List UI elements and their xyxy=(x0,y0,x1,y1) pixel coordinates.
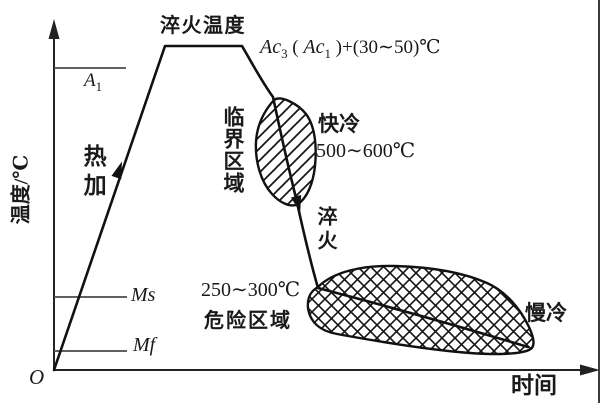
formula-tail: +(30∼50)℃ xyxy=(342,37,441,58)
critical-region-shape xyxy=(254,97,317,207)
austenitizing-formula: Ac3 ( Ac1 )+(30∼50)℃ xyxy=(260,36,441,61)
formula-ac1-base: Ac xyxy=(303,36,325,58)
formula-open-paren: ( xyxy=(287,37,304,58)
fast-cool-label: 快冷 xyxy=(318,112,360,136)
quench-temperature-label: 淬火温度 xyxy=(160,15,246,37)
a1-base: A xyxy=(84,70,96,91)
y-axis-label: 温度/℃ xyxy=(10,154,33,225)
mf-tick-label: Mf xyxy=(133,334,156,356)
fast-cool-range-label: 500∼600℃ xyxy=(316,140,416,162)
y-axis-arrow-icon xyxy=(48,19,60,39)
formula-ac3-sub: 3 xyxy=(281,45,288,61)
danger-region-label: 危险区域 xyxy=(204,310,292,332)
formula-ac3-base: Ac xyxy=(260,36,282,58)
formula-close-paren: ) xyxy=(330,37,342,58)
danger-range-label: 250∼300℃ xyxy=(201,279,301,301)
ms-tick-label: Ms xyxy=(131,284,156,306)
x-axis-arrow-icon xyxy=(580,364,600,376)
heating-label: 热加 xyxy=(80,144,106,202)
x-axis-label: 时间 xyxy=(511,373,557,398)
heating-arrow-icon xyxy=(111,161,122,180)
a1-tick-label: A1 xyxy=(84,70,103,94)
quench-label: 淬火 xyxy=(314,206,336,254)
origin-label: O xyxy=(29,365,45,389)
danger-region-shape xyxy=(306,264,535,356)
slow-cool-label: 慢冷 xyxy=(525,301,567,325)
critical-region-label: 临界区域 xyxy=(221,106,246,194)
figure-right-border xyxy=(598,0,600,403)
formula-ac1-sub: 1 xyxy=(324,45,331,61)
a1-sub: 1 xyxy=(95,78,103,94)
